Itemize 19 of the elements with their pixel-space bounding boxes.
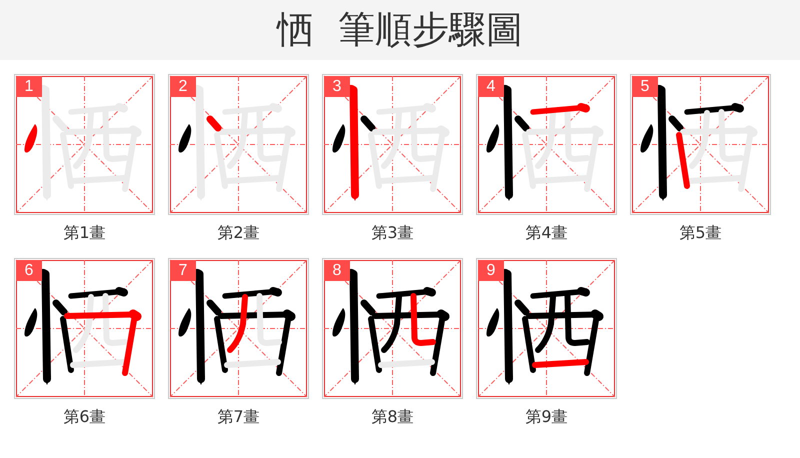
step-caption: 第2畫 xyxy=(216,223,261,243)
step-caption: 第4畫 xyxy=(524,223,569,243)
step-number: 6 xyxy=(16,260,42,281)
step-caption: 第3畫 xyxy=(370,223,415,243)
title: 恓 筆順步驟圖 xyxy=(275,7,524,53)
step-caption: 第6畫 xyxy=(62,407,107,427)
step-number: 2 xyxy=(170,76,196,97)
step-caption: 第8畫 xyxy=(370,407,415,427)
step-number: 4 xyxy=(478,76,504,97)
step-number: 8 xyxy=(324,260,350,281)
step-caption: 第5畫 xyxy=(678,223,723,243)
step-number: 3 xyxy=(324,76,350,97)
step-number: 5 xyxy=(632,76,658,97)
step-number: 7 xyxy=(170,260,196,281)
step-number: 1 xyxy=(16,76,42,97)
step-caption: 第9畫 xyxy=(524,407,569,427)
step-caption: 第7畫 xyxy=(216,407,261,427)
step-caption: 第1畫 xyxy=(62,223,107,243)
step-number: 9 xyxy=(478,260,504,281)
